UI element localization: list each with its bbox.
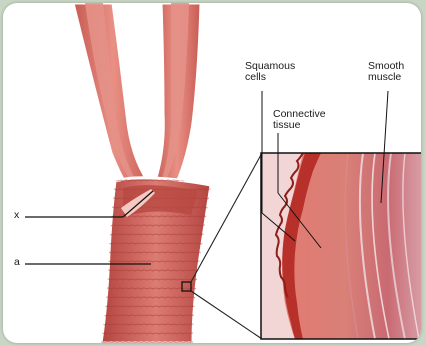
anatomy-illustration xyxy=(3,3,421,343)
vaginal-canal xyxy=(101,178,211,343)
diagram-frame: x a Squamous cells Connective tissue Smo… xyxy=(3,3,421,343)
zoom-line-bottom xyxy=(191,291,262,339)
label-connective-tissue: Connective tissue xyxy=(273,109,326,131)
label-x: x xyxy=(14,210,19,221)
label-a: a xyxy=(14,257,20,268)
label-squamous-cells: Squamous cells xyxy=(245,61,295,83)
label-smooth-muscle: Smooth muscle xyxy=(368,61,404,83)
left-upper-tube xyxy=(73,3,153,193)
right-upper-tube xyxy=(153,3,201,191)
magnified-tissue-panel xyxy=(261,153,421,339)
